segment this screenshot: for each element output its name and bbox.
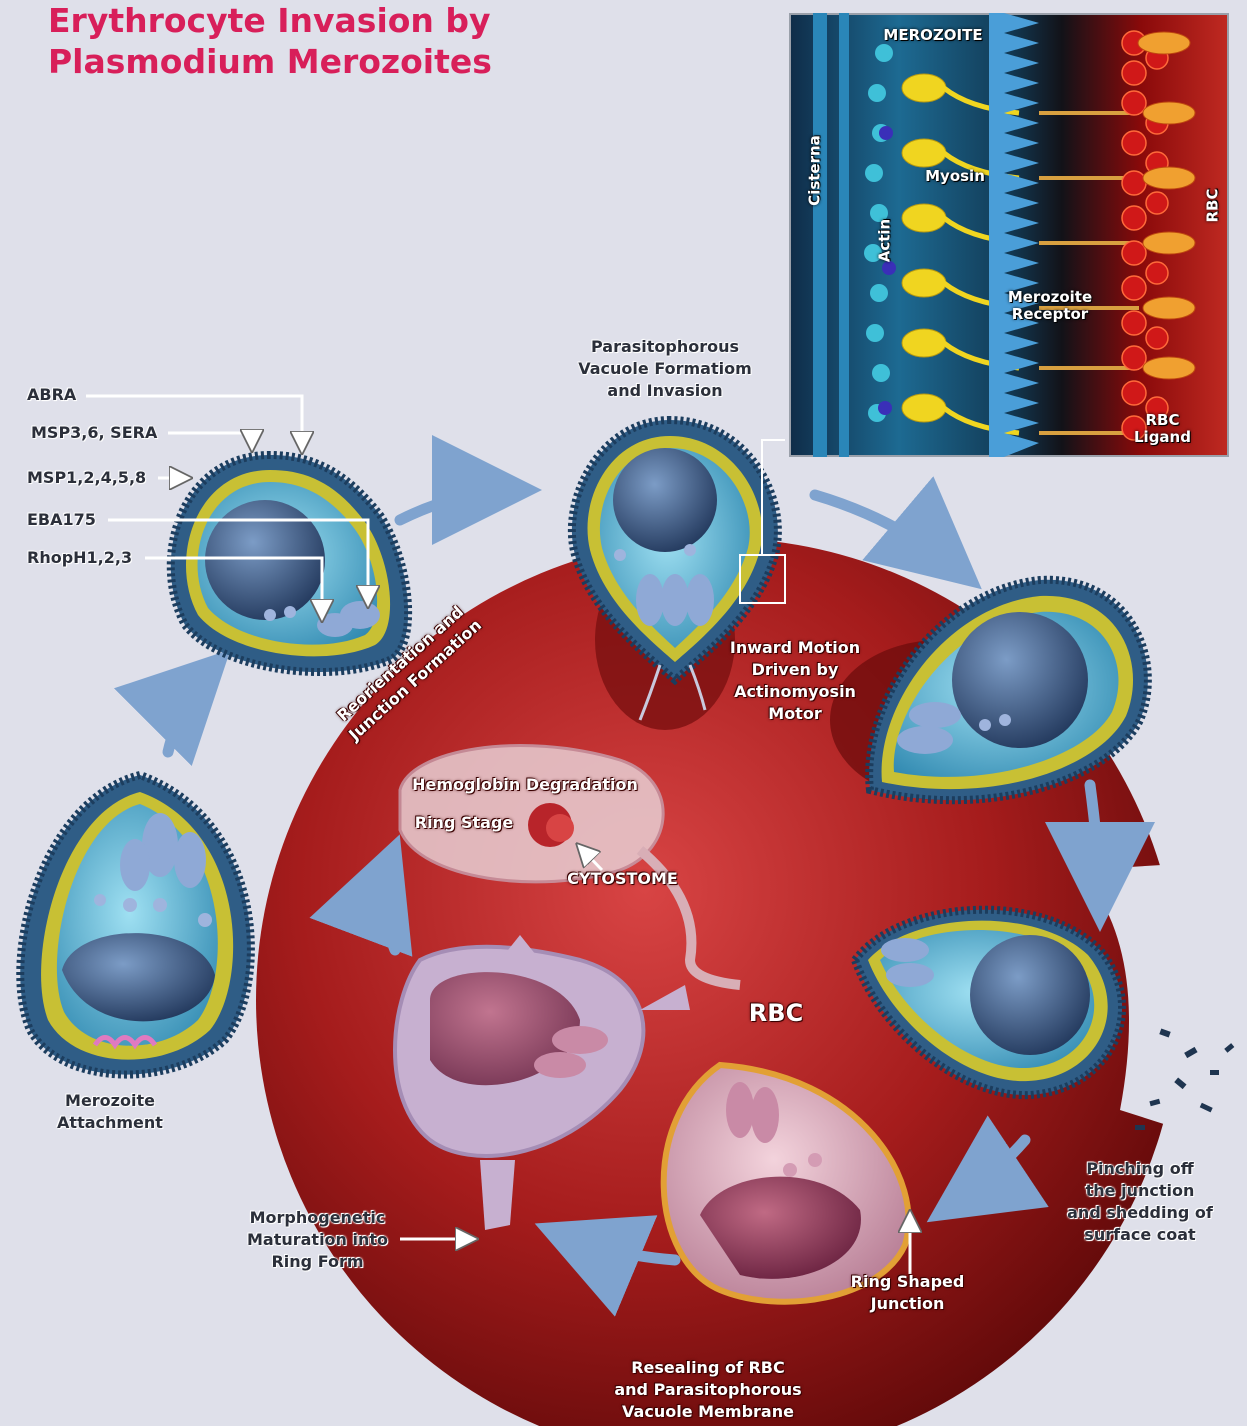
inset-label-merozoite-receptor: Merozoite Receptor: [1000, 289, 1100, 323]
label-cytostome: CYTOSTOME: [560, 868, 685, 890]
diagram-title: Erythrocyte Invasion by Plasmodium Meroz…: [48, 0, 492, 82]
label-morphogenetic-maturation: Morphogenetic Maturation into Ring Form: [235, 1207, 400, 1273]
merozoite-attachment: [20, 775, 251, 1075]
inset-label-rbc-ligand: RBC Ligand: [1125, 412, 1200, 446]
label-msp1-2-4-5-8: MSP1,2,4,5,8: [27, 467, 146, 489]
label-vacuole-formation: Parasitophorous Vacuole Formatiom and In…: [565, 336, 765, 402]
inset-label-rbc: RBC: [1205, 181, 1222, 231]
label-hemoglobin-degradation: Hemoglobin Degradation: [410, 774, 640, 796]
label-pinching-off: Pinching off the junction and shedding o…: [1060, 1158, 1220, 1246]
inset-label-actin: Actin: [877, 211, 894, 271]
label-rbc: RBC: [736, 998, 816, 1028]
label-rhoph1-2-3: RhopH1,2,3: [27, 547, 132, 569]
label-merozoite-attachment: Merozoite Attachment: [40, 1090, 180, 1134]
label-ring-shaped-junction: Ring Shaped Junction: [845, 1271, 970, 1315]
label-abra: ABRA: [27, 384, 76, 406]
label-resealing: Resealing of RBC and Parasitophorous Vac…: [603, 1357, 813, 1423]
inset-actinomyosin-panel: [789, 13, 1229, 457]
label-eba175: EBA175: [27, 509, 96, 531]
label-ring-stage: Ring Stage: [414, 812, 514, 834]
merozoite-reorientation: [171, 455, 408, 672]
inset-label-merozoite: MEROZOITE: [873, 27, 993, 44]
title-line-2: Plasmodium Merozoites: [48, 41, 492, 82]
label-inward-motion: Inward Motion Driven by Actinomyosin Mot…: [720, 637, 870, 725]
title-line-1: Erythrocyte Invasion by: [48, 0, 492, 41]
inset-label-cisterna: Cisterna: [807, 121, 824, 221]
inset-label-myosin: Myosin: [915, 168, 995, 185]
label-msp3-6-sera: MSP3,6, SERA: [31, 422, 157, 444]
